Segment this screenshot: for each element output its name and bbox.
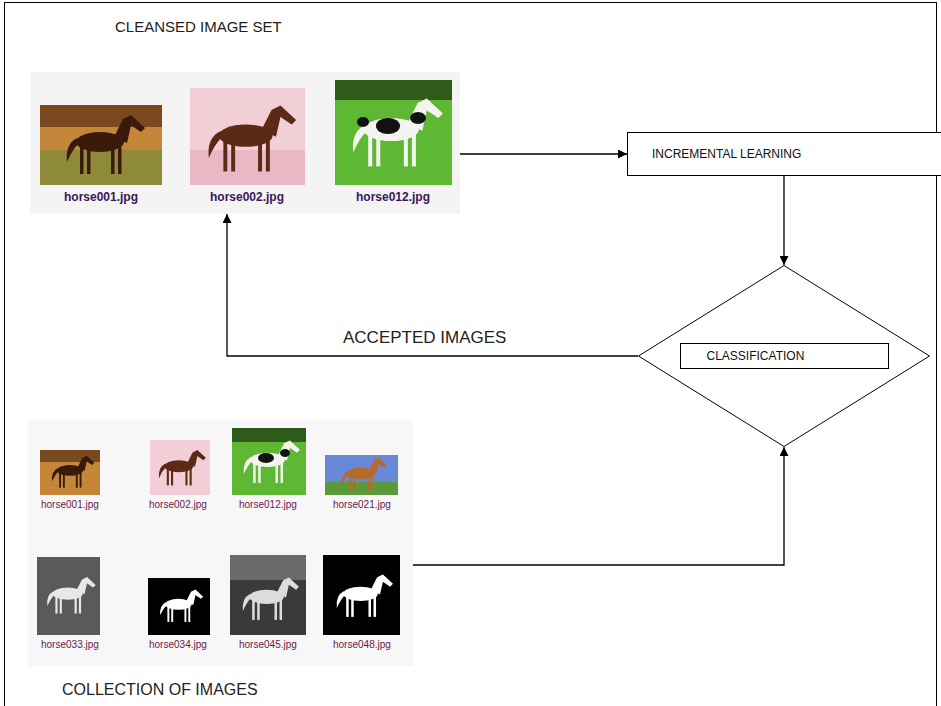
image-set-panel: COLLECTION OF IMAGES horse001.jpg horse002… (28, 420, 413, 702)
horse-photo (148, 578, 210, 635)
horse-photo (40, 105, 162, 185)
horse-photo (323, 555, 400, 635)
process-box: INCREMENTAL LEARNING (627, 132, 941, 176)
frame-line (936, 2, 937, 706)
horse-photo (150, 440, 210, 495)
frame-line (4, 2, 5, 706)
file-caption: horse001.jpg (41, 499, 99, 511)
box-label: INCREMENTAL LEARNING (652, 147, 941, 161)
horse-photo (230, 555, 306, 635)
file-caption: horse021.jpg (333, 499, 391, 511)
diamond-shape (639, 266, 930, 447)
file-caption: horse001.jpg (64, 190, 138, 204)
classification-box: CLASSIFICATION (680, 343, 889, 369)
horse-photo (325, 455, 398, 495)
horse-photo (190, 88, 305, 185)
file-caption: horse002.jpg (149, 499, 207, 511)
horse-photo (232, 428, 306, 495)
image-set-panel: CLEANSED IMAGE SET horse001.jpg horse002.j… (30, 14, 460, 214)
panel-ground (28, 420, 413, 666)
flow-arrow (783, 176, 784, 265)
file-caption: horse045.jpg (239, 639, 297, 651)
file-caption: horse034.jpg (149, 639, 207, 651)
set-heading: COLLECTION OF IMAGES (62, 680, 258, 699)
file-caption: horse002.jpg (210, 190, 284, 204)
file-caption: horse012.jpg (239, 499, 297, 511)
horse-photo (335, 80, 452, 185)
decision-diamond: CLASSIFICATION (638, 265, 930, 447)
panel-ground (30, 72, 460, 214)
set-heading: CLEANSED IMAGE SET (115, 18, 282, 36)
file-caption: horse048.jpg (333, 639, 391, 651)
flow-arrow (413, 447, 784, 565)
flow-arrow (227, 214, 638, 356)
file-caption: horse012.jpg (356, 190, 430, 204)
edge-label: ACCEPTED IMAGES (340, 328, 509, 348)
frame-line (4, 2, 937, 3)
file-caption: horse033.jpg (41, 639, 99, 651)
horse-photo (37, 557, 100, 635)
horse-photo (40, 450, 100, 495)
flow-arrow (460, 153, 627, 154)
